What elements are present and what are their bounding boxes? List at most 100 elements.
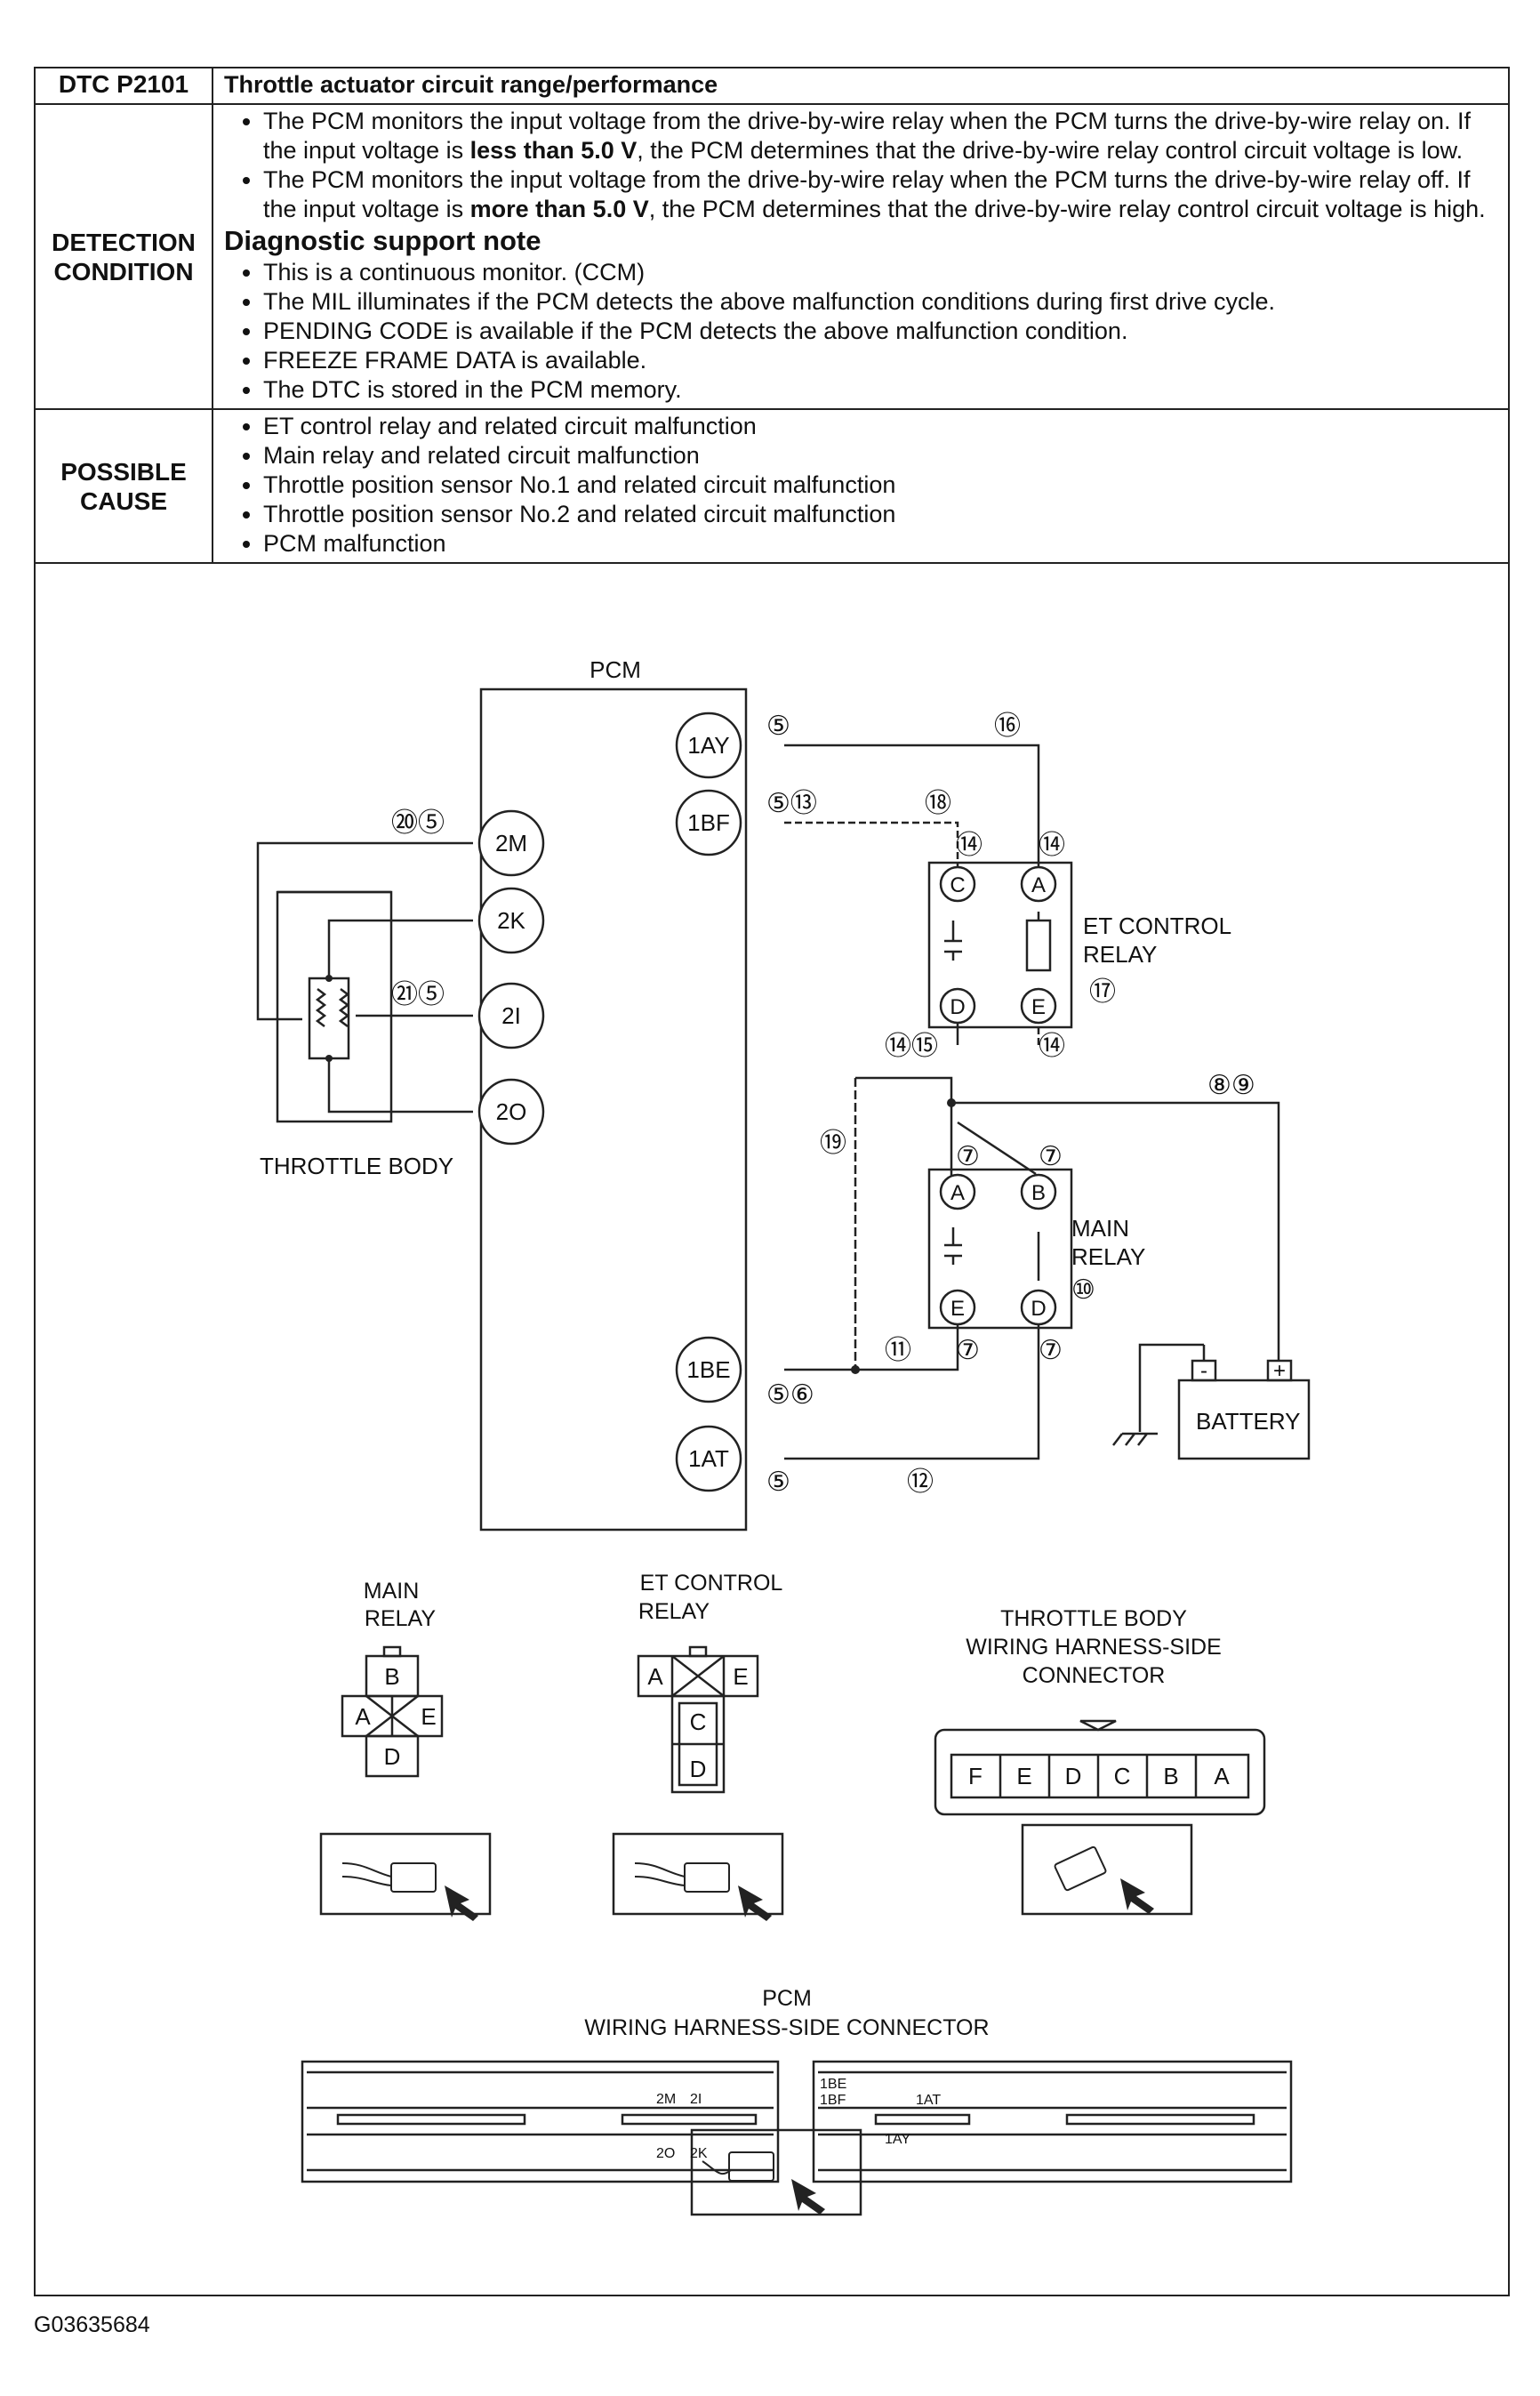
pin-1at-label: 1AT — [688, 1445, 729, 1472]
tb-pin-a: A — [1214, 1763, 1230, 1789]
diagnostic-note-title: Diagnostic support note — [224, 225, 541, 256]
main-relay-box — [927, 1168, 1073, 1330]
conn-et-relay-label-1: ET CONTROL — [640, 1571, 783, 1596]
note-item: The DTC is stored in the PCM memory. — [263, 375, 1499, 405]
detection-body: The PCM monitors the input voltage from … — [212, 103, 1510, 410]
ref-8-9: ⑧⑨ — [1207, 1071, 1255, 1100]
et-relay-box — [927, 861, 1073, 1029]
cause-item: Throttle position sensor No.1 and relate… — [263, 470, 1499, 500]
cause-item: PCM malfunction — [263, 529, 1499, 559]
conn-main-relay-label-1: MAIN — [364, 1579, 420, 1604]
battery-box — [1177, 1379, 1311, 1460]
pin-2k — [477, 887, 545, 954]
main-relay-label-1: MAIN — [1071, 1215, 1129, 1242]
pin-2k-label: 2K — [497, 907, 525, 934]
dtc-header-row: DTC P2101 Throttle actuator circuit rang… — [34, 67, 1510, 105]
et-term-e: E — [1031, 995, 1046, 1019]
ref-14: ⑭ — [1039, 831, 1065, 860]
cause-label: POSSIBLE CAUSE — [34, 408, 213, 564]
pin-1bf — [675, 789, 742, 856]
main-conn-e: E — [421, 1703, 436, 1730]
pcm-conn-1be: 1BE — [820, 2077, 846, 2092]
main-term-e: E — [950, 1297, 965, 1321]
pin-1ay — [675, 712, 742, 779]
ref-14: ⑭ — [1039, 1032, 1065, 1061]
pin-2o — [477, 1078, 545, 1146]
note-item: This is a continuous monitor. (CCM) — [263, 258, 1499, 287]
cause-body: ET control relay and related circuit mal… — [212, 408, 1510, 564]
cause-item: ET control relay and related circuit mal… — [263, 412, 1499, 441]
conn-tb-label-1: THROTTLE BODY — [1000, 1606, 1187, 1631]
pin-2i — [477, 982, 545, 1049]
ref-7: ⑦ — [956, 1142, 980, 1171]
conn-tb-label-2: WIRING HARNESS-SIDE — [966, 1635, 1222, 1660]
ref-14-15: ⑭⑮ — [885, 1032, 938, 1061]
tb-pin-b: B — [1163, 1763, 1178, 1789]
detection-label: DETECTION CONDITION — [34, 103, 213, 410]
conn-et-relay-label-2: RELAY — [638, 1599, 710, 1624]
main-conn-b: B — [384, 1663, 399, 1690]
pcm-conn-2o: 2O — [656, 2146, 675, 2161]
ref-19: ⑲ — [820, 1129, 846, 1158]
battery-plus: + — [1273, 1359, 1286, 1383]
note-item: PENDING CODE is available if the PCM det… — [263, 317, 1499, 346]
pcm-conn-1at: 1AT — [916, 2093, 941, 2108]
et-relay-label-1: ET CONTROL — [1083, 913, 1231, 939]
dtc-table: DTC P2101 Throttle actuator circuit rang… — [34, 67, 1510, 564]
ref-21-5: ㉑⑤ — [391, 980, 445, 1009]
et-relay-label-2: RELAY — [1083, 941, 1157, 968]
ref-14: ⑭ — [956, 831, 983, 860]
ref-11: ⑪ — [885, 1336, 911, 1365]
pin-1at — [675, 1425, 742, 1492]
pin-1be-label: 1BE — [686, 1356, 730, 1383]
conn-tb-label-3: CONNECTOR — [1023, 1663, 1166, 1688]
pin-1be — [675, 1336, 742, 1403]
pin-2m — [477, 809, 545, 877]
tb-pin-c: C — [1114, 1763, 1131, 1789]
tb-pin-f: F — [968, 1763, 983, 1789]
pcm-conn-2i: 2I — [690, 2092, 702, 2107]
et-conn-d: D — [690, 1756, 707, 1782]
ref-12: ⑫ — [907, 1467, 934, 1497]
pcm-conn-1bf: 1BF — [820, 2093, 846, 2108]
pin-2i-label: 2I — [501, 1002, 521, 1029]
ref-18: ⑱ — [925, 789, 951, 818]
detection-item: The PCM monitors the input voltage from … — [263, 107, 1499, 165]
ref-5-6: ⑤⑥ — [766, 1380, 814, 1410]
diagnostic-note-list: This is a continuous monitor. (CCM) The … — [224, 258, 1499, 405]
conn-pcm-label-2: WIRING HARNESS-SIDE CONNECTOR — [584, 2015, 989, 2040]
et-term-c: C — [950, 873, 965, 897]
dtc-title: Throttle actuator circuit range/performa… — [212, 67, 1510, 105]
detection-row: DETECTION CONDITION The PCM monitors the… — [34, 103, 1510, 410]
et-conn-a: A — [647, 1663, 663, 1690]
et-term-a: A — [1031, 873, 1046, 897]
et-conn-e: E — [733, 1663, 748, 1690]
pcm-conn-2k: 2K — [690, 2146, 708, 2161]
main-term-d: D — [1031, 1297, 1046, 1321]
ref-10: ⑩ — [1071, 1275, 1095, 1305]
ref-16: ⑯ — [994, 712, 1021, 741]
tb-pin-e: E — [1016, 1763, 1031, 1789]
conn-main-relay-label-2: RELAY — [365, 1606, 436, 1631]
pcm-conn-1ay: 1AY — [885, 2132, 910, 2147]
ref-17: ⑰ — [1089, 977, 1116, 1007]
cause-label-line1: POSSIBLE — [60, 457, 187, 486]
ref-7: ⑦ — [1039, 1142, 1063, 1171]
tb-pin-d: D — [1065, 1763, 1082, 1789]
et-conn-c: C — [690, 1709, 707, 1735]
main-conn-d: D — [384, 1743, 401, 1770]
ref-5-13: ⑤⑬ — [766, 789, 817, 818]
ref-5: ⑤ — [766, 712, 790, 741]
cause-row: POSSIBLE CAUSE ET control relay and rela… — [34, 408, 1510, 564]
throttle-body-box — [276, 890, 393, 1123]
main-conn-a: A — [355, 1703, 371, 1730]
main-term-b: B — [1031, 1181, 1046, 1205]
detection-label-line1: DETECTION — [52, 228, 196, 256]
ref-7: ⑦ — [1039, 1336, 1063, 1365]
detection-item: The PCM monitors the input voltage from … — [263, 165, 1499, 224]
cause-item: Throttle position sensor No.2 and relate… — [263, 500, 1499, 529]
detection-list: The PCM monitors the input voltage from … — [224, 107, 1499, 224]
dtc-code: DTC P2101 — [34, 67, 213, 105]
main-term-a: A — [950, 1181, 965, 1205]
